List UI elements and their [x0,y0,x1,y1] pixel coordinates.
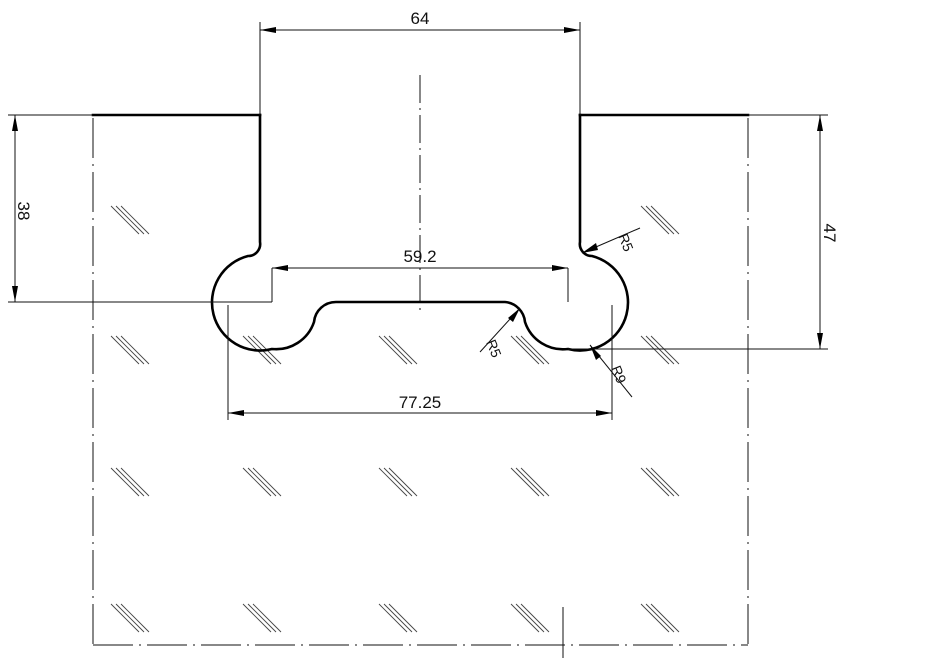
dimension-outer-width: 77.25 [227,305,613,420]
dimension-label-38: 38 [14,202,33,221]
dimension-label-47: 47 [820,224,839,243]
hatch-stroke [650,335,680,365]
hatch-stroke [388,603,418,633]
hatch-stroke [252,467,282,497]
hatch-stroke [510,467,540,497]
hatch-stroke [520,335,550,365]
hatch-stroke [247,467,277,497]
groove-profile [91,113,750,352]
hatch-stroke [645,467,675,497]
hatch-pattern [110,205,680,633]
hatch-stroke [115,467,145,497]
hatch-stroke [640,603,670,633]
hatch-stroke [388,467,418,497]
hatch-stroke [120,335,150,365]
hatch-stroke [515,335,545,365]
dimension-left-height: 38 [8,114,272,303]
hatch-stroke [378,467,408,497]
hatch-stroke [383,603,413,633]
hatch-stroke [640,205,670,235]
dimension-label-59-2: 59.2 [403,247,436,266]
hatch-stroke [242,467,272,497]
hatch-stroke [378,335,408,365]
hatch-stroke [252,603,282,633]
hatch-stroke [115,335,145,365]
hatch-stroke [120,603,150,633]
hatch-stroke [383,467,413,497]
hatch-stroke [383,335,413,365]
hatch-stroke [242,603,272,633]
hatch-stroke [110,335,140,365]
hatch-stroke [120,205,150,235]
dimension-inner-width: 59.2 [271,247,569,302]
hatch-stroke [650,205,680,235]
radius-label-r5-upper: R5 [615,231,637,254]
hatch-stroke [640,467,670,497]
hatch-stroke [510,603,540,633]
hatch-stroke [645,603,675,633]
hatch-stroke [515,467,545,497]
hatch-stroke [120,467,150,497]
radius-leader-bottom-right: R9 [589,344,633,398]
hatch-stroke [650,603,680,633]
hatch-stroke [115,205,145,235]
hatch-stroke [650,467,680,497]
radius-label-r9: R9 [608,363,630,386]
radius-label-r5-lower: R5 [483,337,505,360]
hatch-stroke [378,603,408,633]
hatch-stroke [110,205,140,235]
dimension-top-width: 64 [259,9,581,115]
hatch-stroke [640,335,670,365]
hatch-stroke [110,467,140,497]
material-boundary [92,118,749,646]
hatch-stroke [515,603,545,633]
hatch-stroke [115,603,145,633]
hatch-stroke [247,603,277,633]
hatch-stroke [520,467,550,497]
hatch-stroke [388,335,418,365]
dimension-label-64: 64 [411,9,430,28]
hatch-stroke [110,603,140,633]
hatch-stroke [645,205,675,235]
hatch-stroke [520,603,550,633]
hatch-stroke [510,335,540,365]
dimension-label-77-25: 77.25 [399,393,442,412]
hatch-stroke [645,335,675,365]
radius-leader-bottom-middle: R5 [479,307,521,360]
dimension-right-height: 47 [568,114,839,350]
radius-leader-right-upper: R5 [581,227,641,254]
